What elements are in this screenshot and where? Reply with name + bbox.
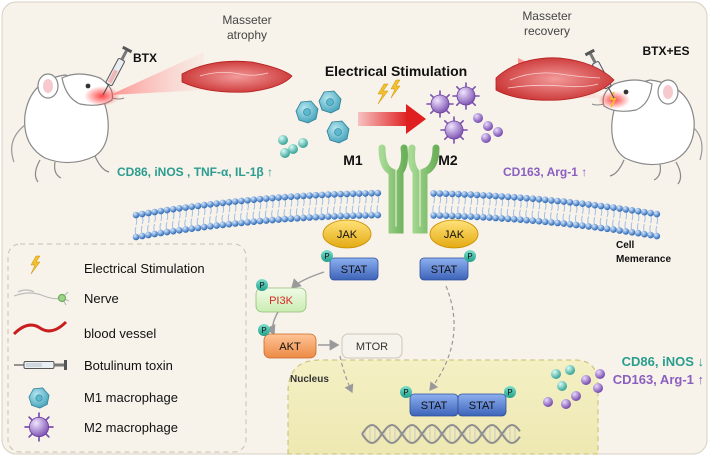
arrow-stat-to-pi3k xyxy=(291,271,325,289)
result-down-markers: CD86, iNOS ↓ xyxy=(622,354,704,369)
lightning-icon xyxy=(377,79,401,105)
legend-item-label: blood vessel xyxy=(84,326,156,341)
membrane-label-1: Cell xyxy=(616,240,635,251)
jak-right xyxy=(429,219,479,249)
m2-macrophage-icon xyxy=(426,90,454,118)
syringe-left-icon xyxy=(102,45,133,96)
masseter-recovery-label-1: Masseter xyxy=(522,9,571,23)
stat-left xyxy=(329,257,379,281)
beam-left xyxy=(110,52,204,95)
stat-dimer: STAT STAT P P xyxy=(400,386,516,417)
electrical-stimulation-title: Electrical Stimulation xyxy=(325,63,467,79)
mouse-right xyxy=(591,79,703,185)
pi3k-node: PI3K P xyxy=(255,279,307,313)
result-dots xyxy=(543,365,605,409)
legend: Electrical Stimulation Nerve blood vesse… xyxy=(7,243,247,453)
masseter-atrophy xyxy=(181,60,293,93)
injection-glow-left xyxy=(84,86,120,106)
svg-text:P: P xyxy=(507,388,512,397)
m1-markers: CD86, iNOS , TNF-α, IL-1β ↑ xyxy=(117,165,273,179)
pi3k-label: PI3K xyxy=(269,295,294,307)
nerve-icon xyxy=(13,289,70,306)
mtor-node: MTOR xyxy=(341,333,403,359)
arrow-mtor-to-nucleus xyxy=(339,355,354,394)
legend-item-label: Botulinum toxin xyxy=(84,358,173,373)
svg-text:STAT: STAT xyxy=(421,400,448,412)
svg-text:P: P xyxy=(467,252,472,261)
svg-text:P: P xyxy=(324,252,329,261)
m2-macrophage-icon xyxy=(24,412,54,442)
legend-item-label: Nerve xyxy=(84,291,119,306)
jak-right-label: JAK xyxy=(444,229,465,241)
nucleus-label: Nucleus xyxy=(290,374,329,385)
arrow-pi3k-to-akt xyxy=(265,311,279,336)
legend-item-label: Electrical Stimulation xyxy=(84,261,205,276)
phosphate-stat-right xyxy=(464,250,476,262)
legend-item-label: M1 macrophage xyxy=(84,390,178,405)
jak-stat-left: JAK STAT P xyxy=(321,219,379,281)
svg-text:STAT: STAT xyxy=(469,400,496,412)
akt-node: AKT P xyxy=(258,324,317,359)
m1-label: M1 xyxy=(343,152,363,168)
masseter-atrophy-label-1: Masseter xyxy=(222,13,271,27)
stat-right xyxy=(419,257,469,281)
jak-stat-right: JAK STAT P xyxy=(419,219,479,281)
phosphate-akt xyxy=(258,324,270,336)
masseter-recovery-label-2: recovery xyxy=(524,24,570,38)
phosphate-stat-left xyxy=(321,250,333,262)
result-up-markers: CD163, Arg-1 ↑ xyxy=(613,372,704,387)
svg-text:P: P xyxy=(261,326,266,335)
blood-vessel-icon xyxy=(12,320,68,336)
btx-es-label: BTX+ES xyxy=(642,44,689,58)
membrane-label-2: Memerance xyxy=(616,254,671,265)
masseter-recovery xyxy=(495,57,615,101)
m2-label: M2 xyxy=(438,152,458,168)
svg-text:P: P xyxy=(403,388,408,397)
lightning-icon xyxy=(30,255,41,275)
akt-label: AKT xyxy=(279,341,301,353)
legend-item-label: M2 macrophage xyxy=(84,420,178,435)
m2-markers: CD163, Arg-1 ↑ xyxy=(503,165,587,179)
cell-membrane xyxy=(132,189,661,241)
m2-cluster xyxy=(426,82,503,144)
mouse-left xyxy=(11,73,125,183)
syringe-icon xyxy=(14,360,67,370)
m1-cluster xyxy=(278,90,350,158)
svg-text:P: P xyxy=(259,281,264,290)
phosphate-pi3k xyxy=(256,279,268,291)
masseter-atrophy-label-2: atrophy xyxy=(227,28,267,42)
dna-helix xyxy=(361,423,521,445)
mtor-label: MTOR xyxy=(356,341,388,353)
stat-left-label: STAT xyxy=(341,264,368,276)
jak-left xyxy=(322,219,372,249)
jak-left-label: JAK xyxy=(337,229,358,241)
stat-right-label: STAT xyxy=(431,264,458,276)
polarization-arrow xyxy=(358,104,426,134)
btx-label: BTX xyxy=(133,51,157,65)
receptor xyxy=(378,144,440,234)
